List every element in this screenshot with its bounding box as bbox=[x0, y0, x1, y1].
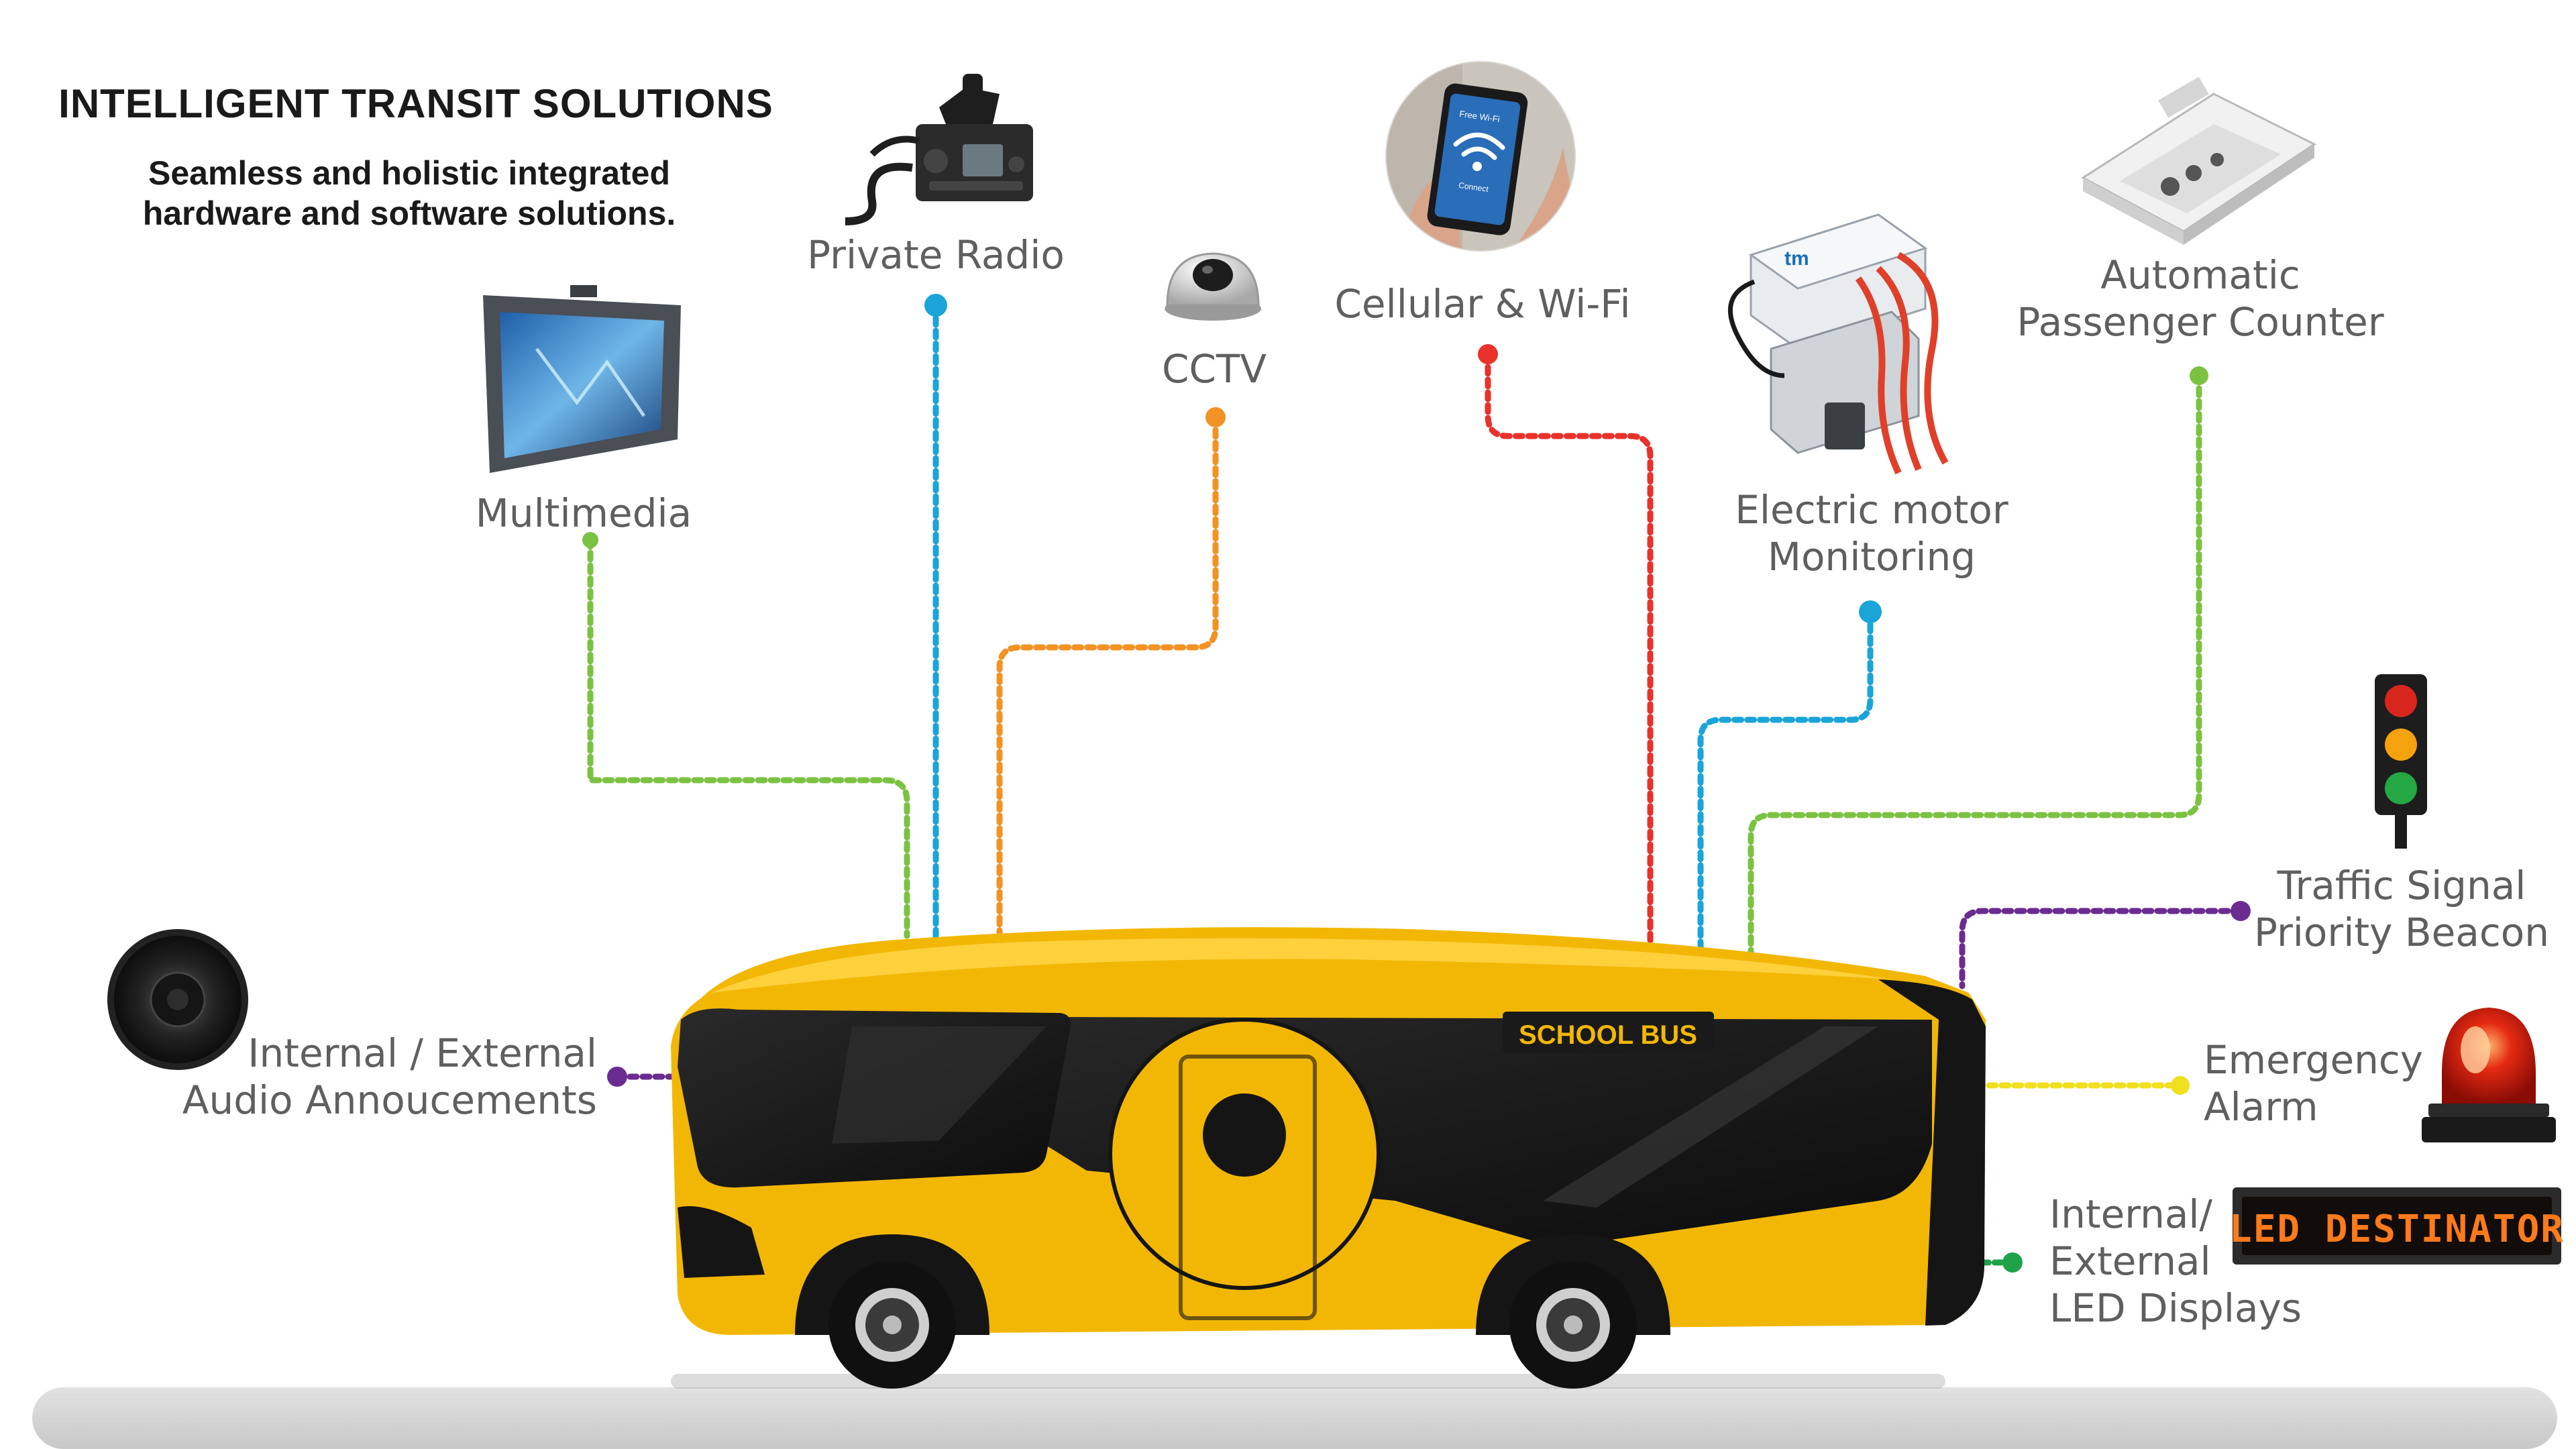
emergency-beacon-icon bbox=[2422, 1008, 2556, 1142]
private-radio-icon bbox=[845, 74, 1033, 225]
dot-traffic bbox=[2231, 901, 2251, 921]
label-cctv: CCTV bbox=[1161, 346, 1267, 392]
traffic-line-1: Traffic Signal bbox=[2277, 863, 2526, 908]
led-line-1: Internal/ bbox=[2049, 1191, 2213, 1237]
road bbox=[32, 1387, 2557, 1449]
subtitle-line-2: hardware and software solutions. bbox=[142, 195, 676, 232]
dot-audio bbox=[607, 1067, 627, 1087]
road-shadow bbox=[671, 1374, 1945, 1389]
rear-wheel bbox=[1509, 1261, 1637, 1389]
apc-line-1: Automatic bbox=[2100, 252, 2300, 298]
bus-front-lower bbox=[678, 1206, 765, 1278]
dot-cctv bbox=[1205, 407, 1226, 427]
connector-cctv bbox=[996, 414, 1219, 936]
connector-electric bbox=[1697, 608, 1874, 959]
bus-windshield-reflect bbox=[832, 1026, 1046, 1144]
cellular-wifi-icon bbox=[1385, 61, 1576, 252]
bus-door-window bbox=[1203, 1093, 1286, 1177]
page-subtitle: Seamless and holistic integrated hardwar… bbox=[74, 153, 745, 233]
bus-door bbox=[1179, 1055, 1317, 1320]
label-emergency-alarm: Emergency Alarm bbox=[2204, 1036, 2424, 1130]
front-wheel bbox=[828, 1261, 956, 1389]
multimedia-screen-icon bbox=[483, 285, 681, 473]
connector-traffic bbox=[1959, 908, 2244, 989]
label-audio-announcements: Internal / External Audio Annoucements bbox=[134, 1030, 597, 1124]
label-cellular-wifi: Cellular & Wi-Fi bbox=[1334, 281, 1631, 327]
traffic-light-icon bbox=[2375, 674, 2427, 849]
page-title: INTELLIGENT TRANSIT SOLUTIONS bbox=[58, 81, 773, 126]
dot-private-radio bbox=[924, 294, 947, 317]
label-traffic-signal: Traffic Signal Priority Beacon bbox=[2241, 862, 2563, 956]
dot-alarm bbox=[2171, 1076, 2190, 1095]
label-electric-motor: Electric motor Monitoring bbox=[1697, 486, 2046, 580]
alarm-line-2: Alarm bbox=[2204, 1084, 2318, 1130]
label-led-displays: Internal/ External LED Displays bbox=[2049, 1191, 2331, 1332]
connector-multimedia bbox=[587, 537, 910, 939]
bus-side-glass-reflect bbox=[1543, 1026, 1878, 1208]
electric-line-2: Monitoring bbox=[1767, 534, 1976, 580]
led-destinator-text: LED DESTINATOR bbox=[2229, 1208, 2565, 1251]
bus-sign-plate bbox=[1503, 1012, 1714, 1053]
led-line-2: External bbox=[2049, 1238, 2211, 1284]
apc-line-2: Passenger Counter bbox=[2017, 299, 2384, 345]
school-bus bbox=[671, 927, 1986, 1389]
phone-screen-line2: Connect bbox=[1458, 180, 1489, 194]
label-private-radio: Private Radio bbox=[807, 232, 1065, 278]
connector-apc bbox=[1748, 372, 2202, 963]
electric-line-1: Electric motor bbox=[1735, 487, 2008, 533]
electric-motor-device-icon bbox=[1727, 213, 1949, 475]
passenger-counter-icon bbox=[2081, 76, 2316, 245]
label-passenger-counter: Automatic Passenger Counter bbox=[1999, 252, 2402, 345]
bus-rear-panel bbox=[1878, 979, 1986, 1326]
subtitle-line-1: Seamless and holistic integrated bbox=[148, 154, 671, 192]
led-line-3: LED Displays bbox=[2049, 1285, 2302, 1331]
dot-multimedia bbox=[582, 532, 598, 548]
traffic-line-2: Priority Beacon bbox=[2253, 910, 2549, 955]
bus-side-glass bbox=[839, 1016, 1932, 1248]
dot-led bbox=[2002, 1252, 2023, 1273]
dot-electric bbox=[1859, 600, 1882, 623]
label-multimedia: Multimedia bbox=[475, 490, 692, 536]
bus-roof-highlight bbox=[711, 938, 1892, 993]
dot-cellular bbox=[1478, 344, 1498, 364]
cctv-dome-icon bbox=[1165, 252, 1261, 321]
led-destinator-sign-icon bbox=[2233, 1187, 2561, 1265]
speaker-icon bbox=[107, 929, 248, 1070]
alarm-line-1: Emergency bbox=[2204, 1037, 2424, 1083]
connector-cellular bbox=[1485, 351, 1654, 956]
dot-apc bbox=[2190, 366, 2208, 385]
audio-line-1: Internal / External bbox=[248, 1030, 597, 1076]
audio-line-2: Audio Annoucements bbox=[182, 1077, 597, 1123]
bus-sign-text: SCHOOL BUS bbox=[1519, 1020, 1697, 1050]
device-brand: tm bbox=[1784, 248, 1809, 270]
